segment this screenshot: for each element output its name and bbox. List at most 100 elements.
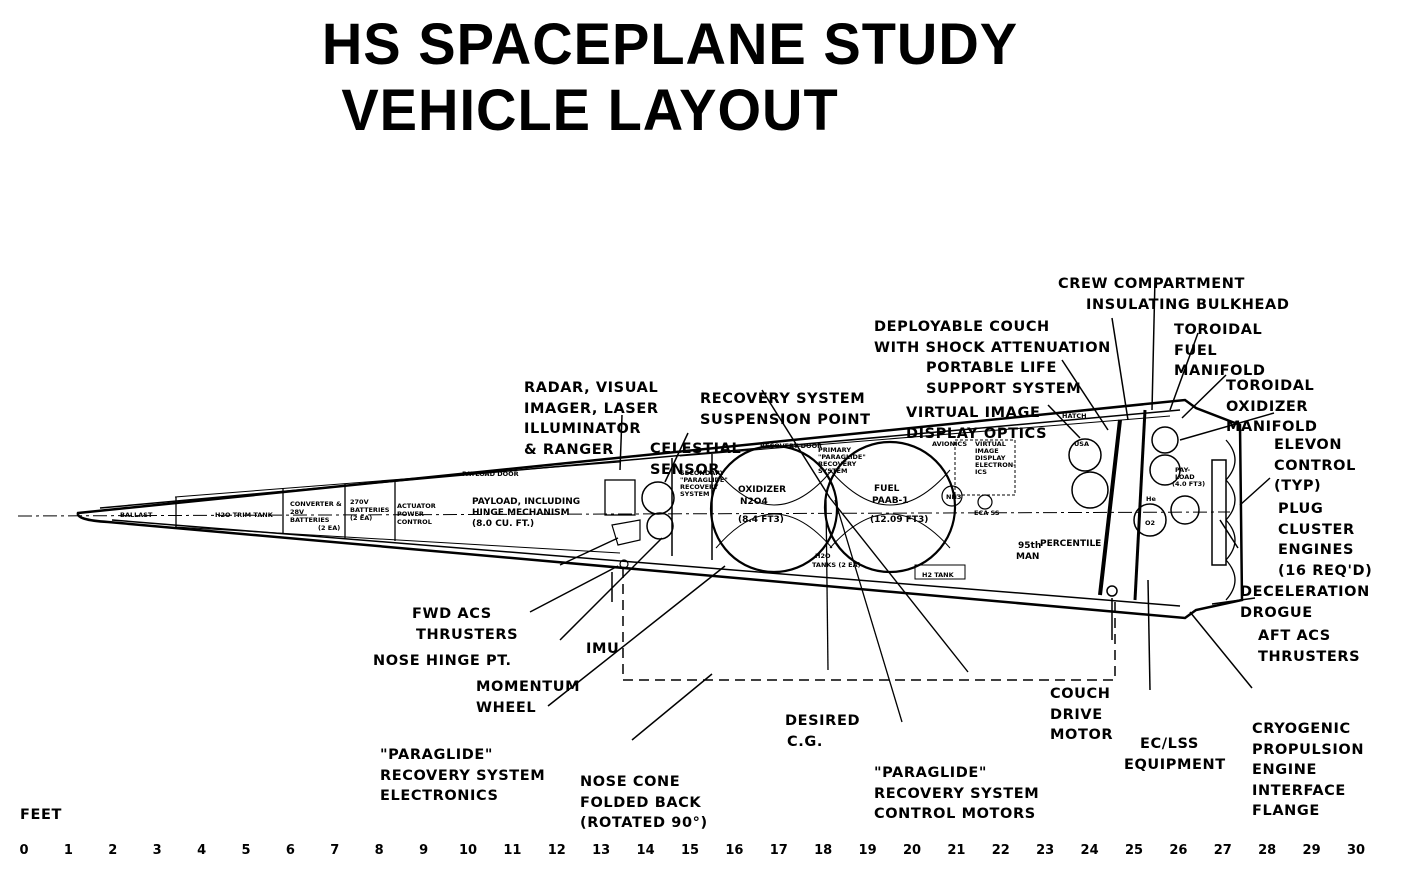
ballast-label: BALLAST <box>120 511 153 519</box>
scale-tick-19: 19 <box>858 843 877 858</box>
secondary-label-1: SECONDARY <box>680 469 725 477</box>
scale-tick-1: 1 <box>63 843 73 858</box>
converter-label-2: 28V <box>290 508 304 516</box>
scale-tick-12: 12 <box>547 843 566 858</box>
fuel-label-3: (12.09 FT3) <box>870 515 928 525</box>
scale-tick-22: 22 <box>991 843 1010 858</box>
usa-label: USA <box>1074 440 1089 448</box>
h2o-tanks-label-1: H2O <box>815 552 831 560</box>
scale-tick-26: 26 <box>1169 843 1188 858</box>
secondary-label-4: SYSTEM <box>680 490 709 498</box>
primary-label-2: "PARAGLIDE" <box>818 453 866 461</box>
scale-tick-23: 23 <box>1036 843 1055 858</box>
h2o-trim-tank-label: H2O TRIM TANK <box>215 511 274 519</box>
hatch-label: HATCH <box>1062 412 1087 420</box>
scale-tick-17: 17 <box>769 843 788 858</box>
scale-tick-9: 9 <box>419 843 429 858</box>
scale-tick-20: 20 <box>902 843 922 858</box>
scale-tick-5: 5 <box>241 843 251 858</box>
virtual-display-label-2: IMAGE <box>975 447 999 455</box>
payload-label-2: HINGE MECHANISM <box>472 508 570 518</box>
scale-tick-7: 7 <box>330 843 340 858</box>
scale-tick-13: 13 <box>592 843 611 858</box>
virtual-display-label-3: DISPLAY <box>975 454 1006 462</box>
primary-label-3: RECOVERY <box>818 460 857 468</box>
scale-tick-8: 8 <box>374 843 384 858</box>
oxidizer-label-3: (8.4 FT3) <box>738 515 784 525</box>
o2-label: O2 <box>1145 519 1155 527</box>
primary-label-1: PRIMARY <box>818 446 851 454</box>
primary-label-4: SYSTEM <box>818 467 847 475</box>
scale-tick-21: 21 <box>947 843 966 858</box>
payload-aft-label-1: PAY- <box>1175 466 1190 474</box>
scale-tick-2: 2 <box>108 843 118 858</box>
scale-tick-15: 15 <box>680 843 700 858</box>
payload-door-label: PAYLOAD DOOR <box>462 470 519 478</box>
actuator-label-1: ACTUATOR <box>397 502 436 510</box>
virtual-display-label-4: ELECTRON- <box>975 461 1016 469</box>
percentile-label-3: PERCENTILE <box>1040 539 1101 549</box>
scale-tick-0: 0 <box>19 843 29 858</box>
secondary-label-2: "PARAGLIDE" <box>680 476 728 484</box>
actuator-label-3: CONTROL <box>397 518 432 526</box>
payload-aft-label-2: LOAD <box>1175 473 1195 481</box>
nose-hinge-label: NOSE HINGE PT. <box>373 653 512 669</box>
secondary-label-3: RECOVERY <box>680 483 719 491</box>
scale-tick-10: 10 <box>458 843 478 858</box>
scale-tick-28: 28 <box>1258 843 1277 858</box>
converter-label-4: (2 EA) <box>318 524 340 532</box>
he-label: He <box>1146 495 1156 503</box>
scale-tick-25: 25 <box>1124 843 1144 858</box>
batt270-label-1: 270V <box>350 498 369 506</box>
scale-tick-30: 30 <box>1346 843 1366 858</box>
imu-label: IMU <box>586 641 620 657</box>
nh3-label: NH3 <box>946 493 961 501</box>
diagram-title-line2: VEHICLE LAYOUT <box>341 76 839 143</box>
h2o-tanks-label-2: TANKS (2 EA) <box>812 561 861 569</box>
percentile-label-1: 95th <box>1018 541 1041 551</box>
scale-tick-4: 4 <box>197 843 207 858</box>
virtual-display-label-1: VIRTUAL <box>975 440 1006 448</box>
fuel-label-2: PAAB-1 <box>872 496 909 506</box>
scale-tick-27: 27 <box>1213 843 1232 858</box>
scale-tick-14: 14 <box>636 843 655 858</box>
payload-label-3: (8.0 CU. FT.) <box>472 519 534 529</box>
virtual-display-label-5: ICS <box>975 468 987 476</box>
percentile-label-2: MAN <box>1016 552 1039 562</box>
diagram-title-line1: HS SPACEPLANE STUDY <box>321 10 1019 77</box>
scale-unit-label: FEET <box>20 807 63 823</box>
ecas-label: ECA SS <box>974 509 1000 517</box>
converter-label-3: BATTERIES <box>290 516 330 524</box>
actuator-label-2: POWER <box>397 510 424 518</box>
h2-tank-label: H2 TANK <box>922 571 955 579</box>
batt270-label-3: (2 EA) <box>350 514 372 522</box>
oxidizer-label-2: N2O4 <box>740 497 768 507</box>
fuel-label-1: FUEL <box>874 484 900 494</box>
scale-tick-18: 18 <box>814 843 833 858</box>
scale-tick-3: 3 <box>152 843 162 858</box>
scale-tick-16: 16 <box>725 843 744 858</box>
converter-label-1: CONVERTER & <box>290 500 342 508</box>
payload-label-1: PAYLOAD, INCLUDING <box>472 497 580 507</box>
scale-tick-29: 29 <box>1302 843 1321 858</box>
